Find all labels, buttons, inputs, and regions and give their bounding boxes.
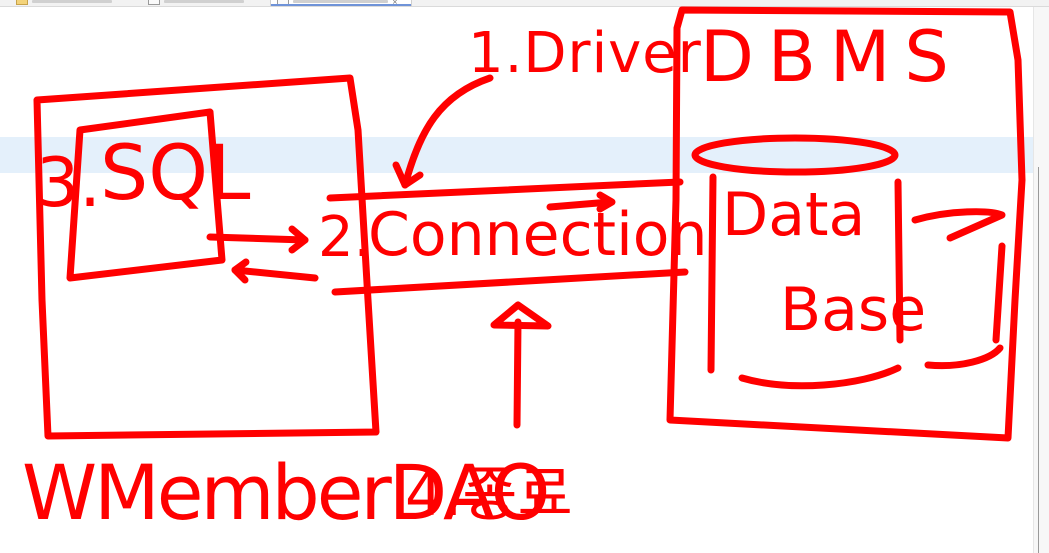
- editor-tab-3-active[interactable]: ×: [270, 0, 412, 6]
- java-file-icon: [277, 0, 289, 5]
- vertical-scrollbar[interactable]: [1033, 7, 1049, 553]
- editor-tab-2[interactable]: [148, 0, 260, 6]
- java-warning-file-icon: [16, 0, 28, 5]
- overview-ruler: [1038, 167, 1039, 553]
- close-tab-icon[interactable]: ×: [392, 0, 398, 6]
- tab-label: [32, 0, 112, 3]
- tab-label: [164, 0, 244, 3]
- editor-tab-bar: ×: [0, 0, 1049, 7]
- editor-tab-1[interactable]: [16, 0, 128, 6]
- tab-label: [293, 0, 388, 3]
- code-editor-area[interactable]: [0, 7, 1033, 553]
- current-line-highlight: [0, 137, 1033, 173]
- java-file-icon: [148, 0, 160, 5]
